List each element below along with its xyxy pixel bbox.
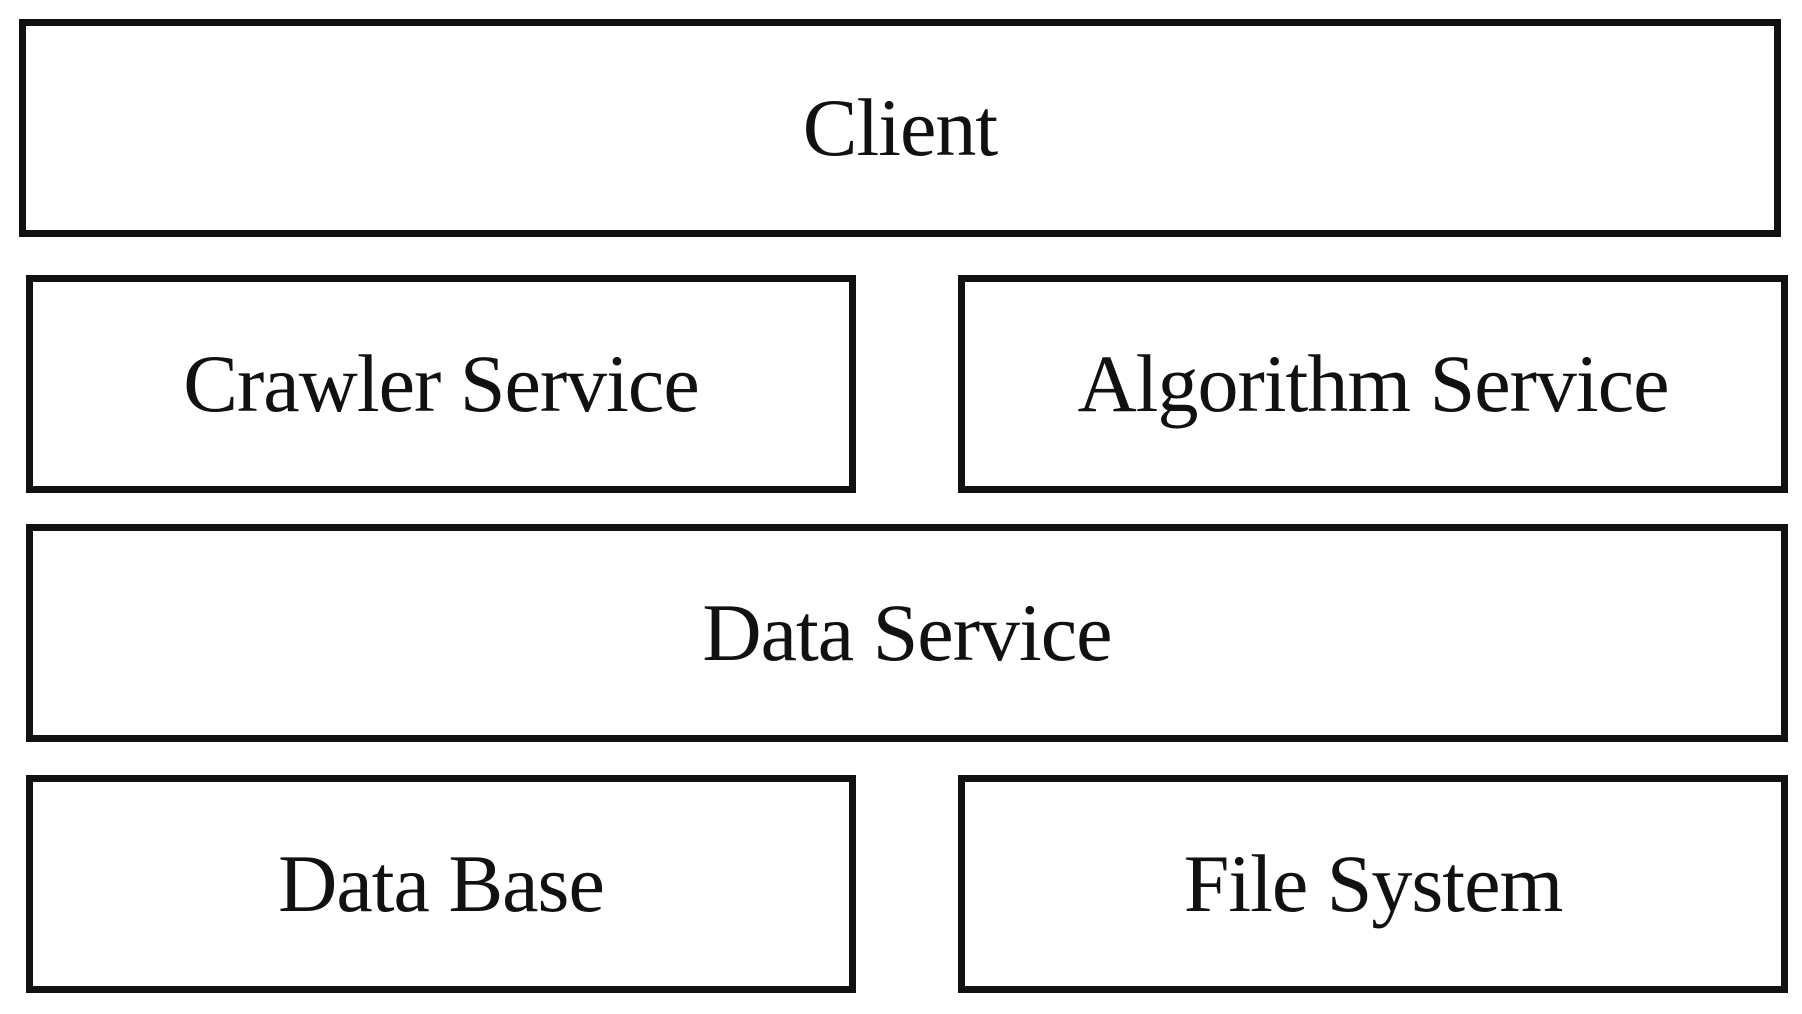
client-layer-box: Client: [19, 19, 1781, 237]
crawler-service-box: Crawler Service: [26, 275, 856, 493]
algorithm-service-label: Algorithm Service: [1077, 338, 1669, 429]
client-label: Client: [802, 82, 998, 173]
data-service-box: Data Service: [26, 524, 1788, 742]
file-system-box: File System: [958, 775, 1788, 993]
algorithm-service-box: Algorithm Service: [958, 275, 1788, 493]
data-service-label: Data Service: [702, 587, 1112, 678]
file-system-label: File System: [1183, 838, 1564, 929]
data-base-label: Data Base: [278, 838, 605, 929]
crawler-service-label: Crawler Service: [183, 338, 699, 429]
data-base-box: Data Base: [26, 775, 856, 993]
